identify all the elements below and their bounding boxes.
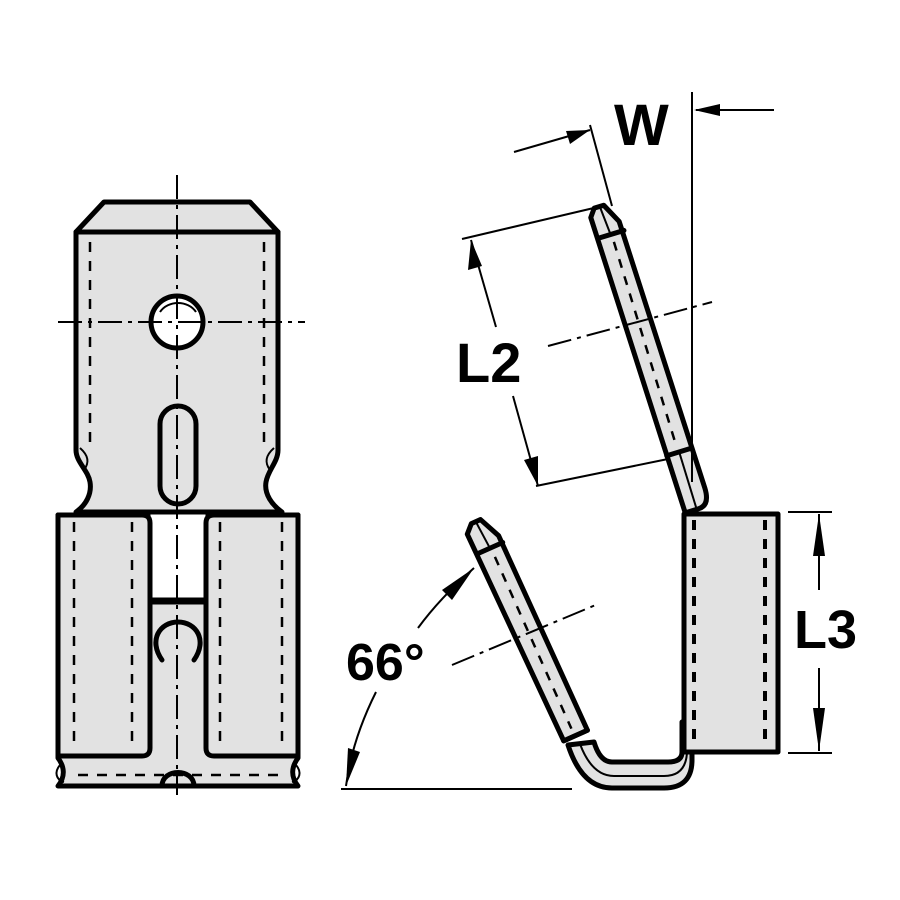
crimp-block [681,511,781,755]
lower-tab-hidden [493,556,573,730]
angle-arrow-upper-icon [442,568,474,600]
lower-tab-tip-line [475,522,491,549]
front-view [55,175,305,795]
lower-tab [464,517,590,744]
upper-tab-tip-line [599,207,612,235]
bottom-bulge-right [291,764,301,783]
bottom-notch [159,770,197,789]
lower-tab-centerline [451,603,599,666]
w-arrow-right-icon [694,104,720,116]
dimension-l3: L3 [788,511,857,754]
w-extension-tilted [589,124,613,207]
upper-tab-body [588,202,709,516]
l2-arrow-bottom-icon [524,456,538,486]
angle-label: 66° [346,634,425,692]
dimension-w: W [513,92,774,482]
l2-arrow-top-icon [468,240,482,270]
u-bend-inner [579,743,688,777]
l3-label: L3 [794,600,857,660]
dimension-angle: 66° [341,567,572,790]
lower-tab-end [561,727,590,744]
upper-tab-inner [678,451,698,508]
upper-tab-centerline [547,301,713,347]
dimension-l2: L2 [456,206,669,487]
side-notch-left [79,447,89,471]
side-notch-right [265,447,275,471]
l2-label: L2 [456,331,521,394]
upper-tab [588,202,709,516]
crimp-wing-right [203,512,301,759]
upper-tab-tip-edge [596,227,627,241]
angle-arrow-lower-icon [346,748,360,786]
l2-extension-top [461,206,599,240]
lower-tab-tip-edge [475,539,506,556]
l3-arrow-bottom-icon [813,708,825,751]
side-view [451,202,781,791]
tab-body [73,199,285,515]
w-label: W [614,93,669,158]
l2-extension-bottom [535,458,669,487]
crimp-wing-left [55,512,153,759]
bottom-bulge-left [55,764,65,783]
w-arrow-left-icon [566,130,590,144]
l3-arrow-top-icon [813,514,825,556]
